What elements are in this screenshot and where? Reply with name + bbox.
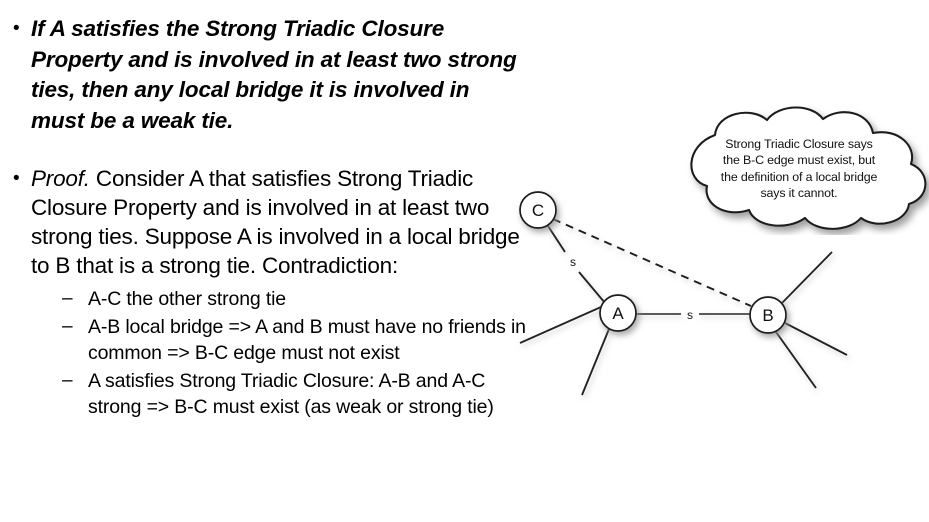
- bullet-marker: •: [13, 168, 20, 189]
- sub-bullet-item-2: – A-B local bridge => A and B must have …: [0, 314, 528, 367]
- sub-bullet-marker: –: [62, 315, 73, 337]
- cloud-line-2: the B-C edge must exist, but: [722, 153, 876, 168]
- cloud-callout-text: Strong Triadic Closure says the B-C edge…: [683, 136, 915, 201]
- slide-text-column: • If A satisfies the Strong Triadic Clos…: [0, 14, 528, 422]
- graph-stub-a-down: [581, 328, 610, 396]
- graph-edge-label-ca: s: [570, 255, 576, 269]
- graph-edges: [519, 218, 848, 396]
- sub-bullet-text: A-B local bridge => A and B must have no…: [88, 315, 526, 365]
- cloud-line-4: says it cannot.: [760, 185, 838, 200]
- cloud-line-1: Strong Triadic Closure says: [725, 137, 873, 151]
- cloud-line-3: the definition of a local bridge: [720, 169, 878, 184]
- graph-node-c[interactable]: C: [519, 191, 557, 229]
- graph-node-label-c: C: [532, 201, 544, 220]
- sub-bullet-item-1: – A-C the other strong tie: [0, 286, 528, 313]
- bullet-text-proof: Proof. Consider A that satisfies Strong …: [31, 164, 528, 280]
- bullet-marker: •: [13, 18, 20, 39]
- sub-bullet-text: A-C the other strong tie: [88, 288, 286, 310]
- cloud-callout-shape: [690, 106, 927, 230]
- graph-node-label-b: B: [762, 306, 773, 325]
- graph-stub-b-right: [784, 322, 848, 356]
- bullet-gap: [0, 142, 528, 164]
- graph-edge-label-ab: s: [687, 308, 693, 322]
- graph-node-b[interactable]: B: [749, 296, 787, 334]
- proof-label: Proof.: [31, 166, 90, 191]
- graph-stub-b-downright: [775, 331, 817, 389]
- graph-edge-c-a: [547, 225, 566, 253]
- graph-node-label-a: A: [612, 304, 624, 323]
- sub-bullet-list: – A-C the other strong tie – A-B local b…: [0, 286, 528, 421]
- bullet-item-1: • If A satisfies the Strong Triadic Clos…: [0, 14, 528, 136]
- proof-body: Consider A that satisfies Strong Triadic…: [31, 166, 520, 278]
- graph-edge-c-a-lower: [578, 271, 606, 304]
- bullet-text-theorem: If A satisfies the Strong Triadic Closur…: [31, 16, 517, 133]
- graph-stub-a-left: [519, 306, 602, 344]
- sub-bullet-marker: –: [62, 288, 73, 309]
- cloud-callout: Strong Triadic Closure says the B-C edge…: [655, 100, 929, 235]
- sub-bullet-text: A satisfies Strong Triadic Closure: A-B …: [88, 369, 494, 419]
- sub-bullet-marker: –: [62, 369, 73, 391]
- graph-stub-b-upright: [781, 251, 833, 304]
- network-graph-diagram: s s C A B: [519, 191, 848, 396]
- graph-node-a[interactable]: A: [599, 294, 637, 332]
- cloud-path: [690, 106, 927, 230]
- sub-bullet-item-3: – A satisfies Strong Triadic Closure: A-…: [0, 368, 528, 421]
- bullet-item-2: • Proof. Consider A that satisfies Stron…: [0, 164, 528, 280]
